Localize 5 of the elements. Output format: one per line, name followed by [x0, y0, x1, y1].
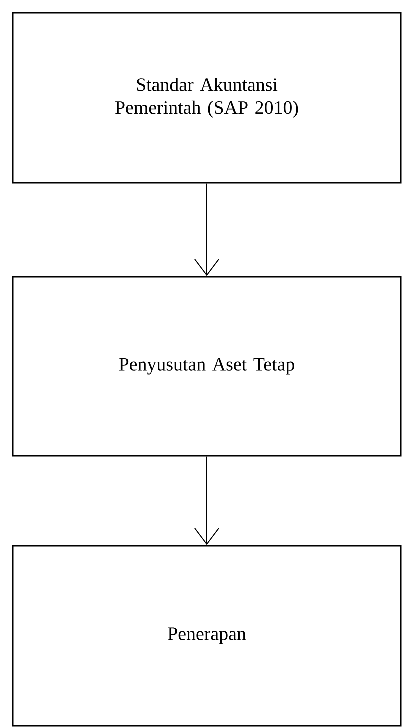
process-box: Standar Akuntansi Pemerintah (SAP 2010) — [12, 12, 402, 184]
arrow — [194, 456, 220, 546]
arrow — [194, 183, 220, 276]
process-box: Penyusutan Aset Tetap — [12, 276, 402, 457]
process-box: Penerapan — [12, 545, 402, 727]
